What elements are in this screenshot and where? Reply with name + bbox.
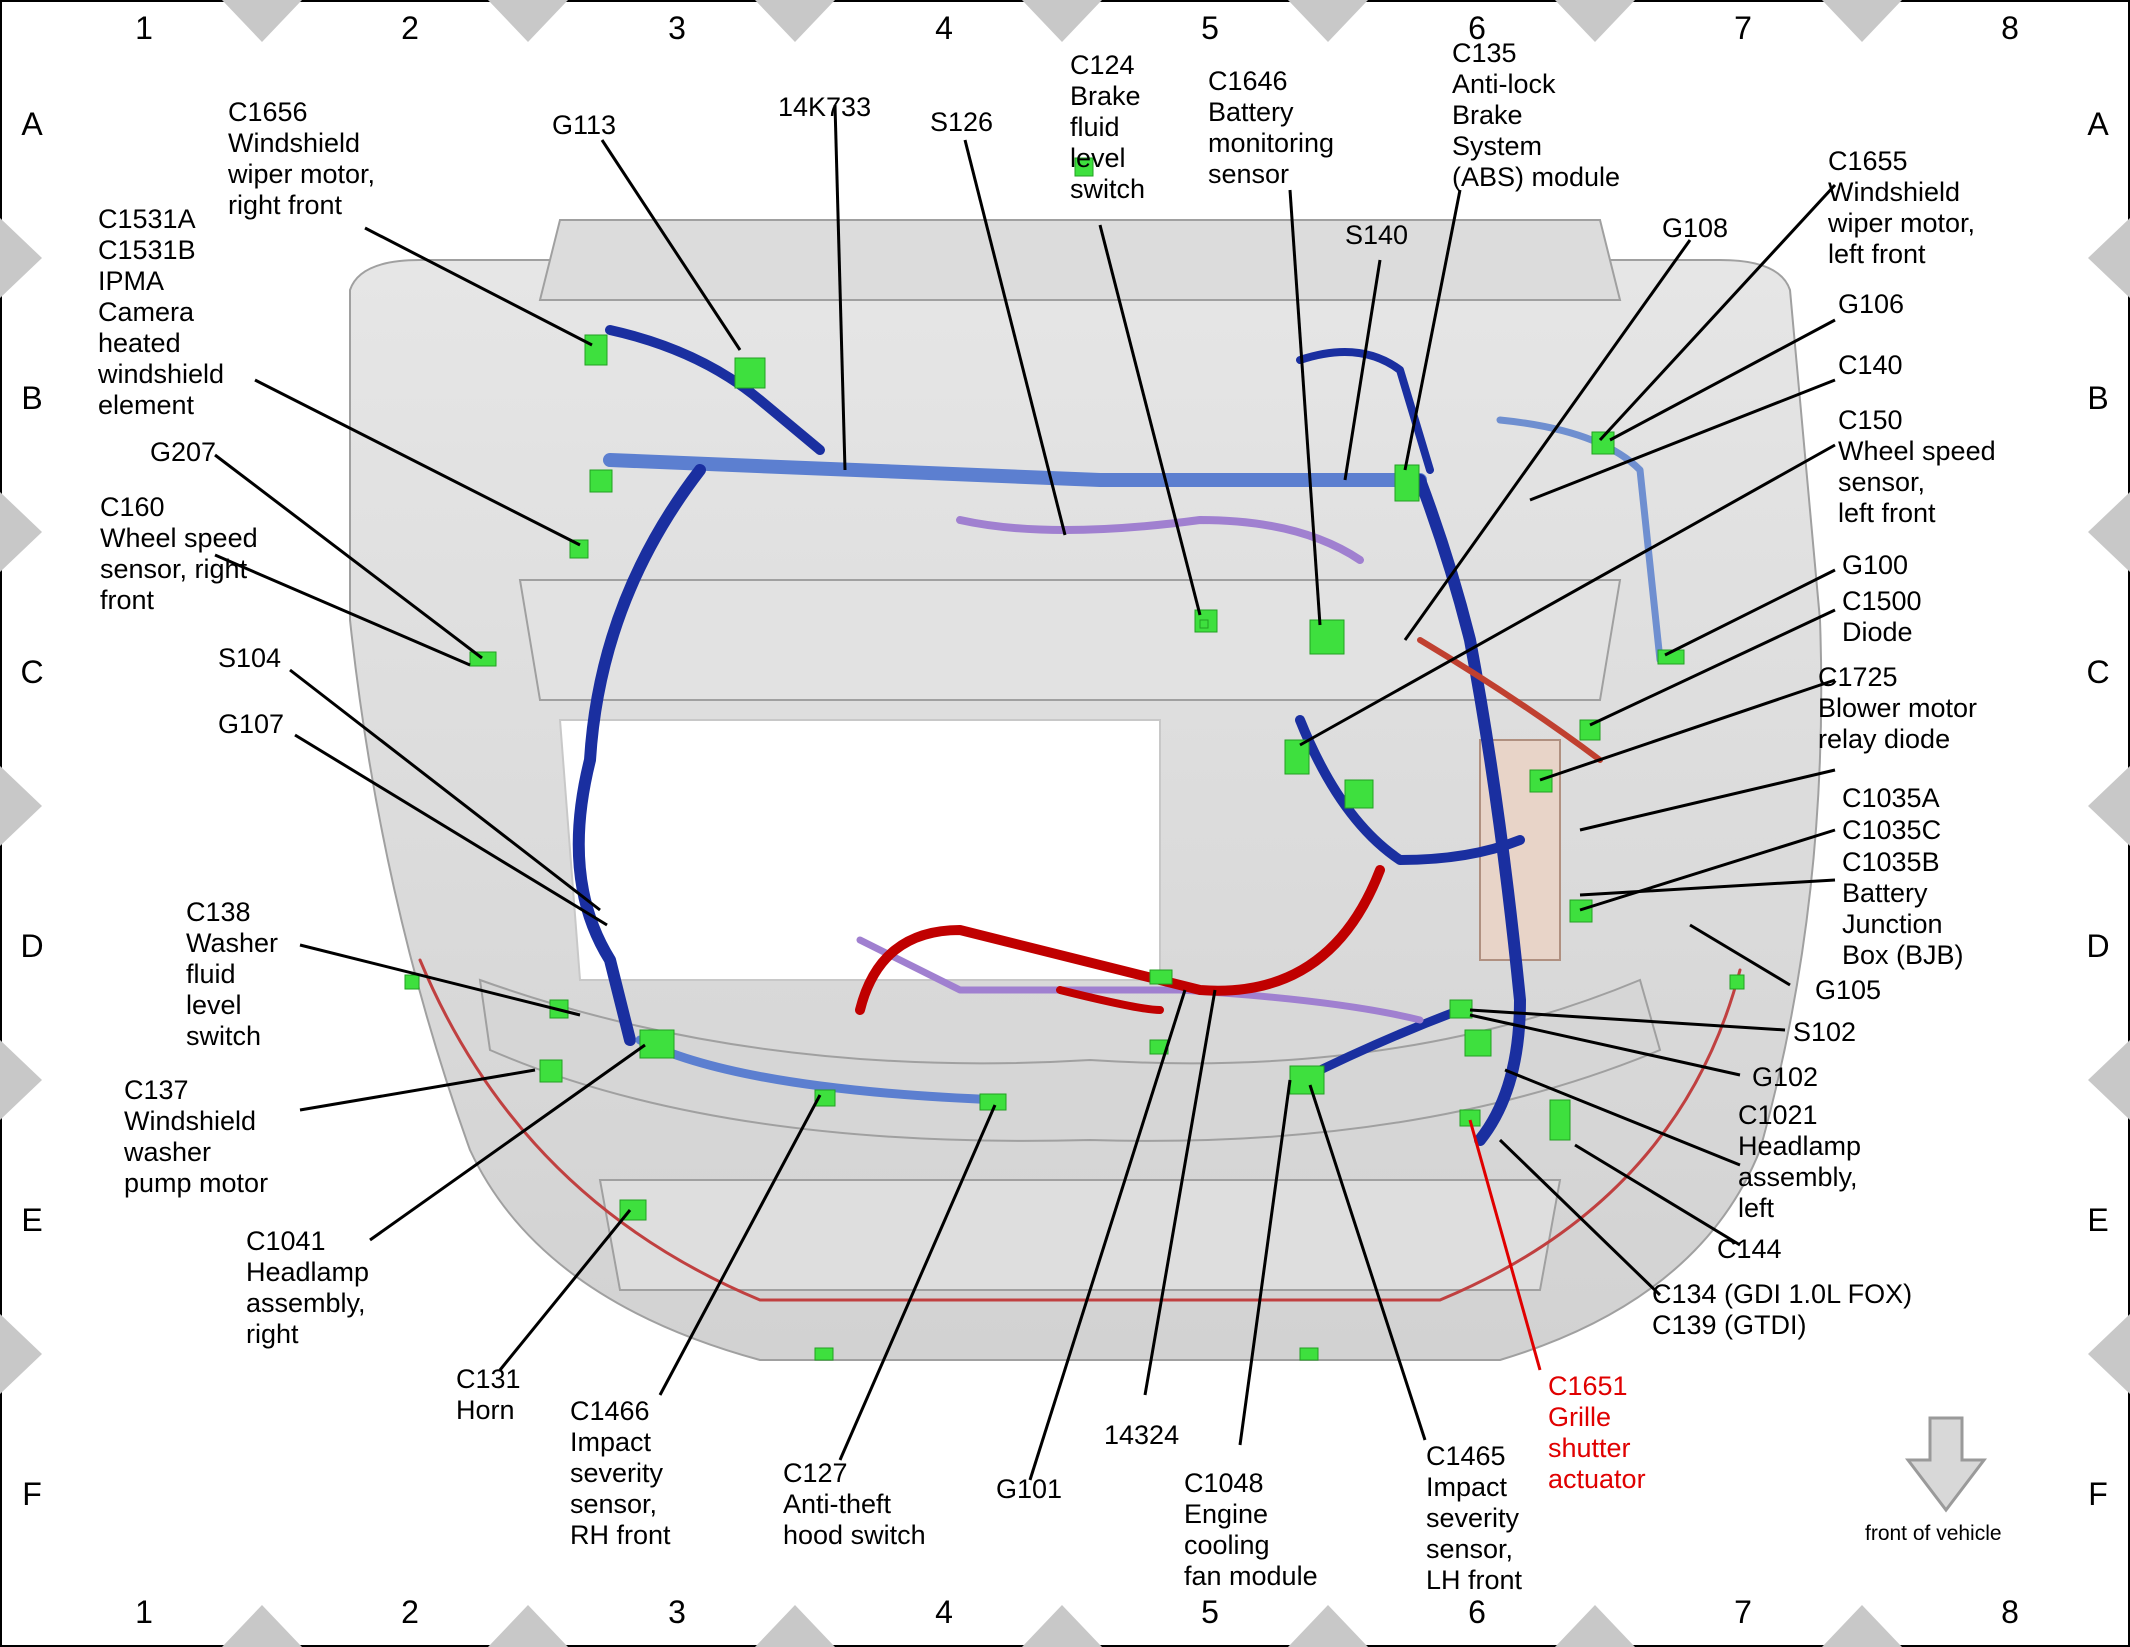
label-s102: S102 — [1793, 1017, 1857, 1047]
grid-col-top-6: 6 — [1468, 10, 1486, 46]
grid-col-bottom-5: 5 — [1201, 1594, 1219, 1630]
label-g113: G113 — [552, 110, 617, 140]
label-c1651: C1651 Grille shutter actuator — [1548, 1371, 1646, 1494]
grid-row-right-B: B — [2087, 380, 2109, 416]
grid-row-right-F: F — [2088, 1476, 2108, 1512]
label-g100: G100 — [1842, 550, 1909, 580]
grid-row-left-D: D — [20, 928, 44, 964]
label-c160: C160 Wheel speed sensor, right front — [100, 492, 258, 615]
grid-row-right-E: E — [2087, 1202, 2109, 1238]
connectors — [404, 157, 1745, 1361]
grid-row-right-C: C — [2086, 654, 2110, 690]
grid-col-bottom-1: 1 — [135, 1594, 153, 1630]
label-c1465: C1465 Impact severity sensor, LH front — [1426, 1441, 1523, 1595]
grid-col-top-5: 5 — [1201, 10, 1219, 46]
grid-col-top-3: 3 — [668, 10, 686, 46]
grid-row-left-B: B — [21, 380, 43, 416]
label-c1035b: C1035B Battery Junction Box (BJB) — [1842, 847, 1964, 970]
label-14324: 14324 — [1104, 1420, 1180, 1450]
grid-row-right-A: A — [2087, 106, 2109, 142]
grid-row-left-F: F — [22, 1476, 42, 1512]
label-c1531: C1531A C1531B IPMA Camera heated windshi… — [98, 204, 225, 420]
label-g108: G108 — [1662, 213, 1729, 243]
label-c1048: C1048 Engine cooling fan module — [1184, 1468, 1318, 1591]
grid-row-left-A: A — [21, 106, 43, 142]
grid-row-left-E: E — [21, 1202, 43, 1238]
label-c1656: C1656 Windshield wiper motor, right fron… — [228, 97, 376, 220]
grid-col-bottom-8: 8 — [2001, 1594, 2019, 1630]
label-c1466: C1466 Impact severity sensor, RH front — [570, 1396, 671, 1550]
grid-col-bottom-3: 3 — [668, 1594, 686, 1630]
label-c1500: C1500 Diode — [1842, 586, 1922, 647]
label-s140: S140 — [1345, 220, 1409, 250]
label-c131: C131 Horn — [456, 1364, 521, 1425]
label-g105: G105 — [1815, 975, 1882, 1005]
label-c1655: C1655 Windshield wiper motor, left front — [1828, 146, 1976, 269]
label-g101: G101 — [996, 1474, 1063, 1504]
label-c144: C144 — [1717, 1234, 1782, 1264]
label-c1021: C1021 Headlamp assembly, left — [1738, 1100, 1862, 1223]
front-arrow-icon — [1904, 1416, 1988, 1513]
grid-col-top-7: 7 — [1734, 10, 1752, 46]
label-g207: G207 — [150, 437, 217, 467]
label-c1035c: C1035C — [1842, 815, 1942, 845]
label-g106: G106 — [1838, 289, 1905, 319]
label-c1725: C1725 Blower motor relay diode — [1818, 662, 1978, 754]
label-s126: S126 — [930, 107, 994, 137]
label-14k733: 14K733 — [778, 92, 872, 122]
grid-col-bottom-4: 4 — [935, 1594, 953, 1630]
grid-col-top-2: 2 — [401, 10, 419, 46]
label-c124: C124 Brake fluid level switch — [1070, 50, 1146, 204]
c1651-leader-line — [1468, 1119, 1542, 1371]
grid-col-top-4: 4 — [935, 10, 953, 46]
leader-lines — [214, 104, 1837, 1481]
label-c138: C138 Washer fluid level switch — [186, 897, 279, 1051]
label-g102: G102 — [1752, 1062, 1819, 1092]
front-of-vehicle-label: front of vehicle — [1865, 1522, 2002, 1545]
grid-col-bottom-7: 7 — [1734, 1594, 1752, 1630]
grid-col-bottom-6: 6 — [1468, 1594, 1486, 1630]
grid-col-bottom-2: 2 — [401, 1594, 419, 1630]
label-c150: C150 Wheel speed sensor, left front — [1838, 405, 1996, 528]
label-g107: G107 — [218, 709, 285, 739]
label-c135: C135 Anti-lock Brake System (ABS) module — [1452, 38, 1621, 192]
grid-col-top-1: 1 — [135, 10, 153, 46]
grid-col-top-8: 8 — [2001, 10, 2019, 46]
label-c127: C127 Anti-theft hood switch — [783, 1458, 926, 1550]
label-c1646: C1646 Battery monitoring sensor — [1208, 66, 1335, 189]
grid-row-right-D: D — [2086, 928, 2110, 964]
label-c1041: C1041 Headlamp assembly, right — [246, 1226, 370, 1349]
label-c1035a: C1035A — [1842, 783, 1940, 813]
label-c137: C137 Windshield washer pump motor — [124, 1075, 269, 1198]
vehicle-body — [349, 219, 1823, 1361]
label-c140: C140 — [1838, 350, 1903, 380]
grid-row-left-C: C — [20, 654, 44, 690]
label-c134-c139: C134 (GDI 1.0L FOX) C139 (GTDI) — [1652, 1279, 1913, 1340]
label-s104: S104 — [218, 643, 282, 673]
